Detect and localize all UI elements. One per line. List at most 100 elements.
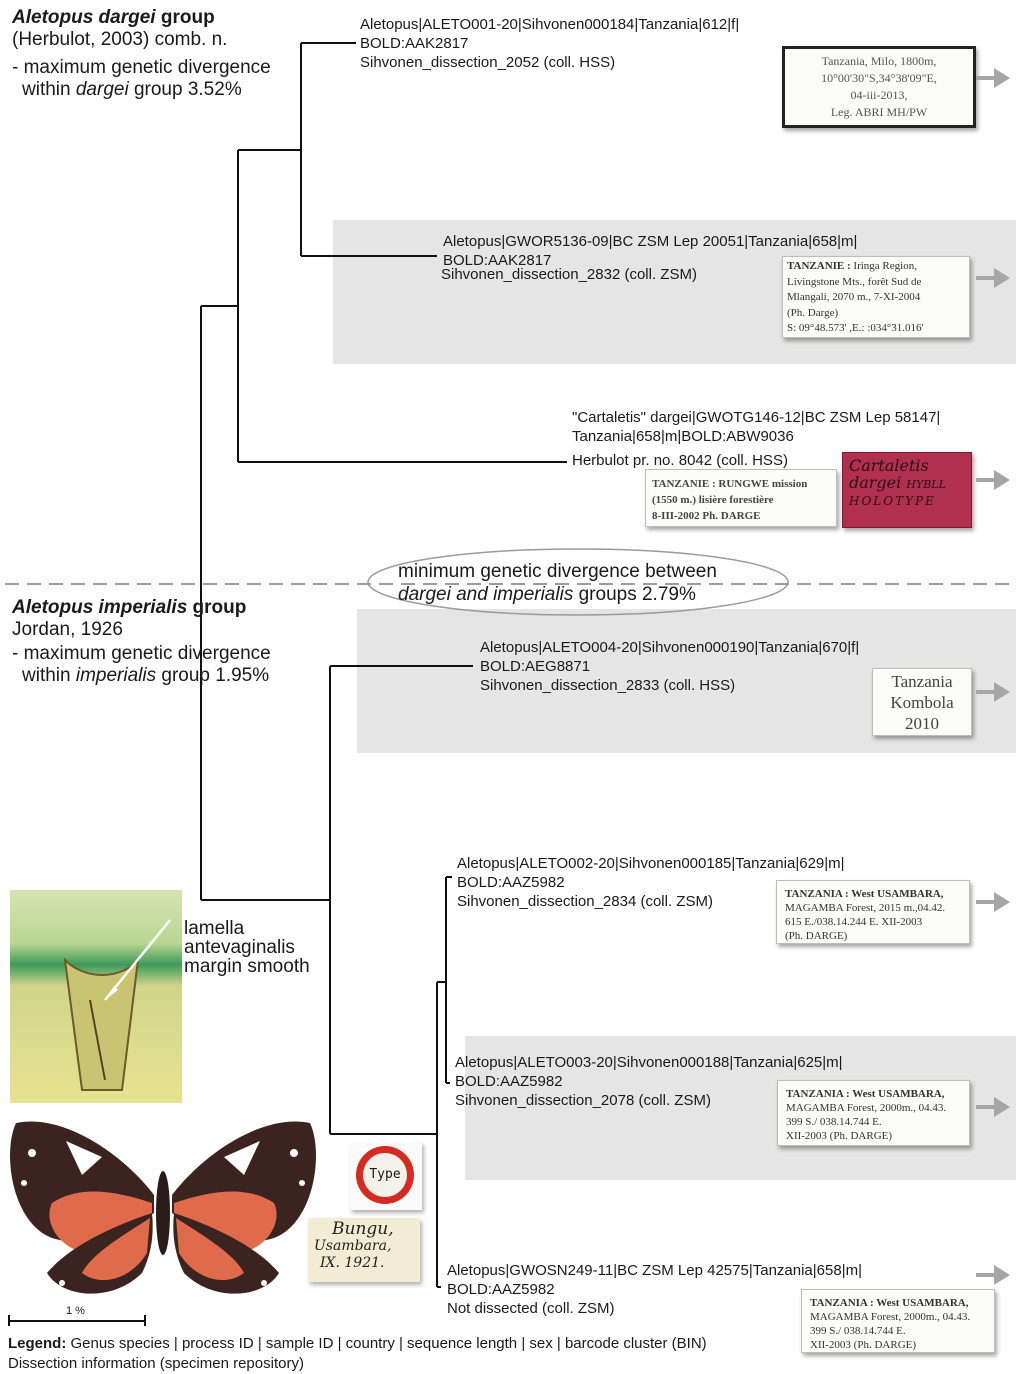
label-line: (Ph. DARGE) [785, 930, 848, 942]
dargei-divergence-post: group 3.52% [128, 79, 242, 100]
label-line: Tanzania, Milo, 1800m, [821, 54, 937, 68]
label-line: Cartaletis [849, 456, 929, 475]
handwritten-line: IX. 1921. [320, 1255, 385, 1271]
dargei-divergence-pre: within [22, 79, 76, 100]
tip-line: Sihvonen_dissection_2832 (coll. ZSM) [441, 266, 697, 283]
specimen-tip-6: Aletopus|ALETO003-20|Sihvonen000188|Tanz… [455, 1053, 843, 1110]
arrow-right-icon [976, 470, 1010, 490]
scale-bar: 1 % [8, 1305, 146, 1326]
caption-line: margin smooth [184, 956, 310, 977]
tip-line: BOLD:AAZ5982 [457, 874, 565, 891]
label-line: 399 S./ 038.14.744 E. [786, 1116, 882, 1128]
label-line: MAGAMBA Forest, 2015 m.,04.42. [785, 902, 946, 914]
arrow-right-icon [976, 892, 1010, 912]
label-line: 615 E./038.14.244 E. XII-2003 [785, 916, 923, 928]
genitalia-caption: lamella antevaginalis margin smooth [184, 919, 310, 976]
specimen-label-2: TANZANIE : Iringa Region, Livingstone Mt… [782, 256, 970, 338]
dargei-group-title: Aletopus dargei [12, 7, 156, 28]
arrow-right-icon [976, 1097, 1010, 1117]
arrow-right-icon [976, 1265, 1010, 1285]
moth-photo [10, 1121, 316, 1294]
label-line: Leg. ABRI MH/PW [830, 105, 928, 119]
label-line: XII-2003 (Ph. DARGE) [810, 1339, 917, 1351]
tip-line: Tanzania|658|m|BOLD:ABW9036 [572, 428, 794, 445]
tip-line: Aletopus|ALETO002-20|Sihvonen000185|Tanz… [457, 855, 845, 872]
specimen-tip-1: Aletopus|ALETO001-20|Sihvonen000184|Tanz… [360, 15, 739, 72]
arrow-right-icon [976, 68, 1010, 88]
imperialis-group-header: Aletopus imperialis group Jordan, 1926 -… [12, 597, 271, 687]
specimen-tip-3: "Cartaletis" dargei|GWOTG146-12|BC ZSM L… [572, 408, 940, 470]
specimen-tip-2: Aletopus|GWOR5136-09|BC ZSM Lep 20051|Ta… [441, 232, 857, 284]
specimen-tip-5: Aletopus|ALETO002-20|Sihvonen000185|Tanz… [457, 854, 845, 911]
tip-line: Aletopus|GWOSN249-11|BC ZSM Lep 42575|Ta… [447, 1262, 862, 1279]
imperialis-group-title: Aletopus imperialis [12, 597, 188, 618]
tip-line: Aletopus|ALETO004-20|Sihvonen000190|Tanz… [480, 639, 860, 656]
specimen-tip-4: Aletopus|ALETO004-20|Sihvonen000190|Tanz… [480, 638, 859, 695]
label-bold: TANZANIE : [787, 260, 851, 272]
type-label-text: Type [363, 1153, 407, 1197]
imperialis-divergence-post: group 1.95% [156, 665, 270, 686]
tip-line: "Cartaletis" dargei|GWOTG146-12|BC ZSM L… [572, 409, 941, 426]
tip-line: Herbulot pr. no. 8042 (coll. HSS) [572, 452, 788, 469]
holotype-red-label: Cartaletis dargei HYBLL HOLOTYPE [842, 452, 972, 528]
tip-line: Sihvonen_dissection_2052 (coll. HSS) [360, 54, 616, 71]
label-line: (1550 m.) lisière forestière [652, 494, 774, 506]
genitalia-photo [10, 890, 182, 1103]
arrow-right-icon [976, 682, 1010, 702]
caption-line: lamella [184, 918, 245, 939]
label-line: 2010 [905, 714, 939, 733]
tip-line: Sihvonen_dissection_2833 (coll. HSS) [480, 677, 736, 694]
label-line: MAGAMBA Forest, 2000m., 04.43. [810, 1311, 971, 1323]
handwritten-line: Usambara, [314, 1238, 392, 1254]
label-line: (Ph. Darge) [787, 306, 839, 319]
dargei-group-author: (Herbulot, 2003) comb. n. [12, 29, 228, 50]
handwritten-line: Bungu, [332, 1219, 394, 1239]
imperialis-group-title-suffix: group [187, 597, 247, 618]
between-rest: groups 2.79% [573, 584, 696, 605]
tip-line: Aletopus|ALETO003-20|Sihvonen000188|Tanz… [455, 1054, 843, 1071]
between-group-divergence: minimum genetic divergence between darge… [398, 560, 717, 606]
dargei-divergence-italic: dargei [75, 79, 129, 100]
label-line: HYBLL [906, 478, 946, 491]
tip-line: BOLD:AAZ5982 [447, 1281, 555, 1298]
imperialis-group-author: Jordan, 1926 [12, 619, 123, 640]
specimen-label-3: TANZANIE : RUNGWE mission (1550 m.) lisi… [645, 469, 837, 527]
tip-line: BOLD:AAK2817 [443, 252, 552, 269]
imperialis-divergence-line1: - maximum genetic divergence [12, 643, 271, 664]
arrow-right-icon [976, 268, 1010, 288]
label-line: S: 09°48.573' ,E.: :034°31.016' [787, 322, 924, 334]
label-line: 8-III-2002 Ph. DARGE [652, 510, 761, 522]
specimen-tip-7: Aletopus|GWOSN249-11|BC ZSM Lep 42575|Ta… [447, 1261, 862, 1318]
label-bold: TANZANIA : West USAMBARA, [785, 888, 944, 900]
tip-line: BOLD:AEG8871 [480, 658, 591, 675]
label-line: 10°00'30"S,34°38'09"E, [821, 71, 937, 85]
caption-line: antevaginalis [184, 937, 295, 958]
label-line: Iringa Region, [850, 260, 917, 272]
imperialis-divergence-pre: within [22, 665, 76, 686]
imperialis-divergence-italic: imperialis [75, 665, 157, 686]
label-line: Kombola [890, 693, 954, 712]
label-line: MAGAMBA Forest, 2000m., 04.43. [786, 1102, 947, 1114]
tip-line: Not dissected (coll. ZSM) [447, 1300, 615, 1317]
type-label: Type [350, 1142, 422, 1210]
handwritten-label: Bungu, Usambara, IX. 1921. [308, 1218, 420, 1282]
tip-line: Sihvonen_dissection_2834 (coll. ZSM) [457, 893, 713, 910]
legend-bold: Legend: [8, 1335, 67, 1352]
between-line1: minimum genetic divergence between [398, 561, 717, 582]
legend: Legend: Genus species | process ID | sam… [8, 1334, 707, 1374]
label-line: 04-iii-2013, [850, 88, 908, 102]
tip-line: Aletopus|GWOR5136-09|BC ZSM Lep 20051|Ta… [443, 233, 858, 250]
tip-line: Aletopus|ALETO001-20|Sihvonen000184|Tanz… [360, 16, 740, 33]
specimen-label-6: TANZANIA : West USAMBARA, MAGAMBA Forest… [777, 1080, 970, 1146]
dargei-divergence-line1: - maximum genetic divergence [12, 57, 271, 78]
specimen-label-7: TANZANIA : West USAMBARA, MAGAMBA Forest… [801, 1289, 995, 1353]
dargei-group-header: Aletopus dargei group (Herbulot, 2003) c… [12, 7, 271, 101]
legend-line1: Genus species | process ID | sample ID |… [66, 1335, 707, 1352]
label-line: Mlangali, 2070 m., 7-XI-2004 [787, 291, 921, 303]
label-line: XII-2003 (Ph. DARGE) [786, 1130, 893, 1142]
label-line: Tanzania [891, 672, 953, 691]
label-line: TANZANIE : RUNGWE mission [652, 478, 808, 490]
label-line: HOLOTYPE [849, 494, 936, 508]
between-italic: dargei and imperialis [398, 584, 574, 605]
